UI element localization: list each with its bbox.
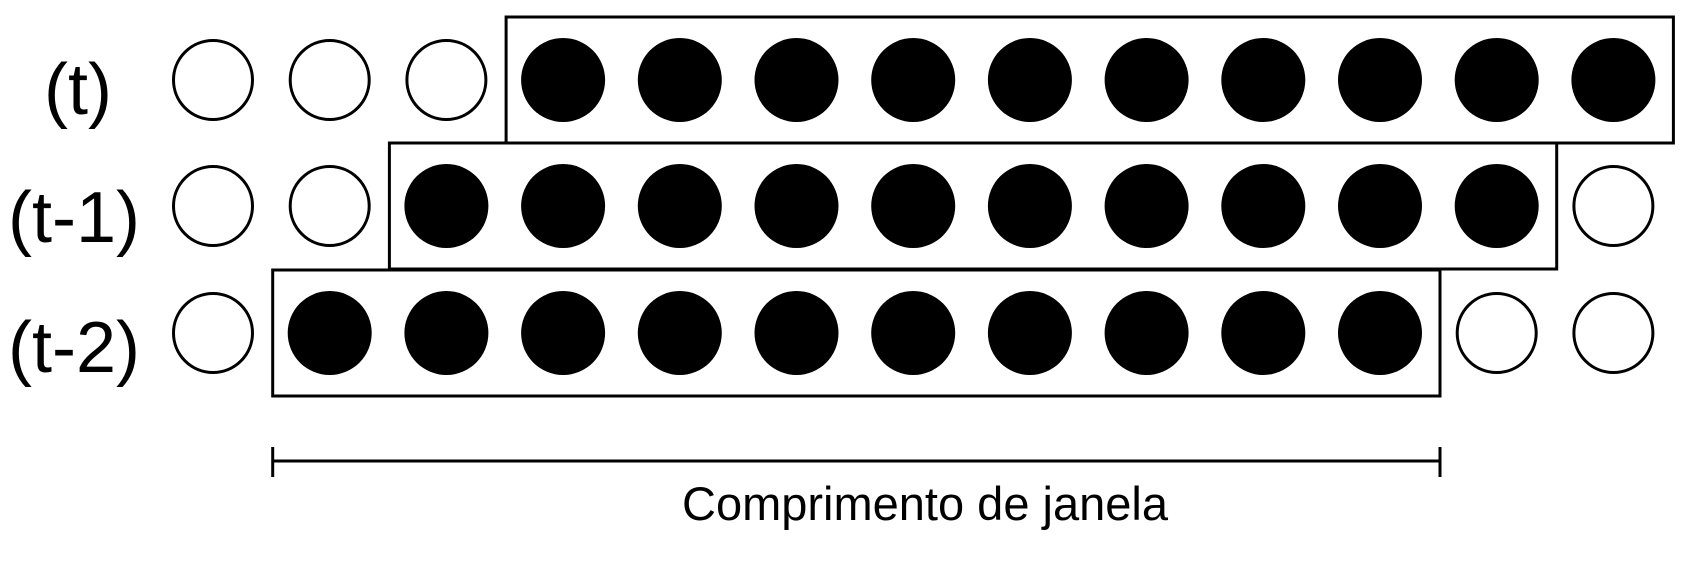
filled-node-r2-c6 [871, 291, 956, 375]
filled-node-r2-c3 [521, 291, 606, 375]
empty-node-r0-c2 [405, 39, 488, 121]
filled-node-r0-c6 [871, 38, 956, 122]
empty-node-r2-c0 [172, 292, 254, 374]
filled-node-r0-c10 [1338, 38, 1422, 122]
filled-node-r0-c12 [1571, 38, 1656, 122]
empty-node-r0-c1 [288, 39, 371, 121]
empty-node-r1-c1 [288, 165, 371, 247]
filled-node-r1-c3 [521, 164, 606, 248]
row-label-t: (t) [44, 50, 112, 130]
row-label-t-minus-1: (t-1) [8, 178, 140, 258]
empty-node-r1-c12 [1572, 165, 1655, 247]
filled-node-r1-c4 [637, 164, 722, 248]
empty-node-r2-c11 [1455, 292, 1538, 374]
filled-node-r1-c5 [754, 164, 839, 248]
filled-node-r0-c9 [1221, 38, 1306, 122]
filled-node-r1-c6 [871, 164, 956, 248]
filled-node-r1-c8 [1104, 164, 1189, 248]
filled-node-r2-c7 [987, 291, 1072, 375]
filled-node-r0-c7 [987, 38, 1072, 122]
filled-node-r2-c8 [1104, 291, 1189, 375]
filled-node-r2-c5 [754, 291, 839, 375]
window-box-row-2 [271, 268, 1442, 398]
filled-node-r1-c2 [404, 164, 489, 248]
filled-node-r0-c5 [754, 38, 839, 122]
filled-node-r1-c7 [987, 164, 1072, 248]
filled-node-r0-c3 [521, 38, 606, 122]
filled-node-r2-c9 [1221, 291, 1306, 375]
filled-node-r1-c10 [1338, 164, 1422, 248]
filled-node-r0-c4 [637, 38, 722, 122]
window-length-caption: Comprimento de janela [682, 477, 1168, 530]
filled-node-r2-c4 [637, 291, 722, 375]
filled-node-r2-c1 [287, 291, 372, 375]
filled-node-r0-c11 [1454, 38, 1539, 122]
filled-node-r0-c8 [1104, 38, 1189, 122]
filled-node-r1-c9 [1221, 164, 1306, 248]
filled-node-r1-c11 [1454, 164, 1539, 248]
empty-node-r0-c0 [172, 39, 254, 121]
empty-node-r1-c0 [172, 165, 254, 247]
filled-node-r2-c2 [404, 291, 489, 375]
filled-node-r2-c10 [1338, 291, 1422, 375]
row-label-t-minus-2: (t-2) [8, 308, 140, 388]
empty-node-r2-c12 [1572, 292, 1655, 374]
